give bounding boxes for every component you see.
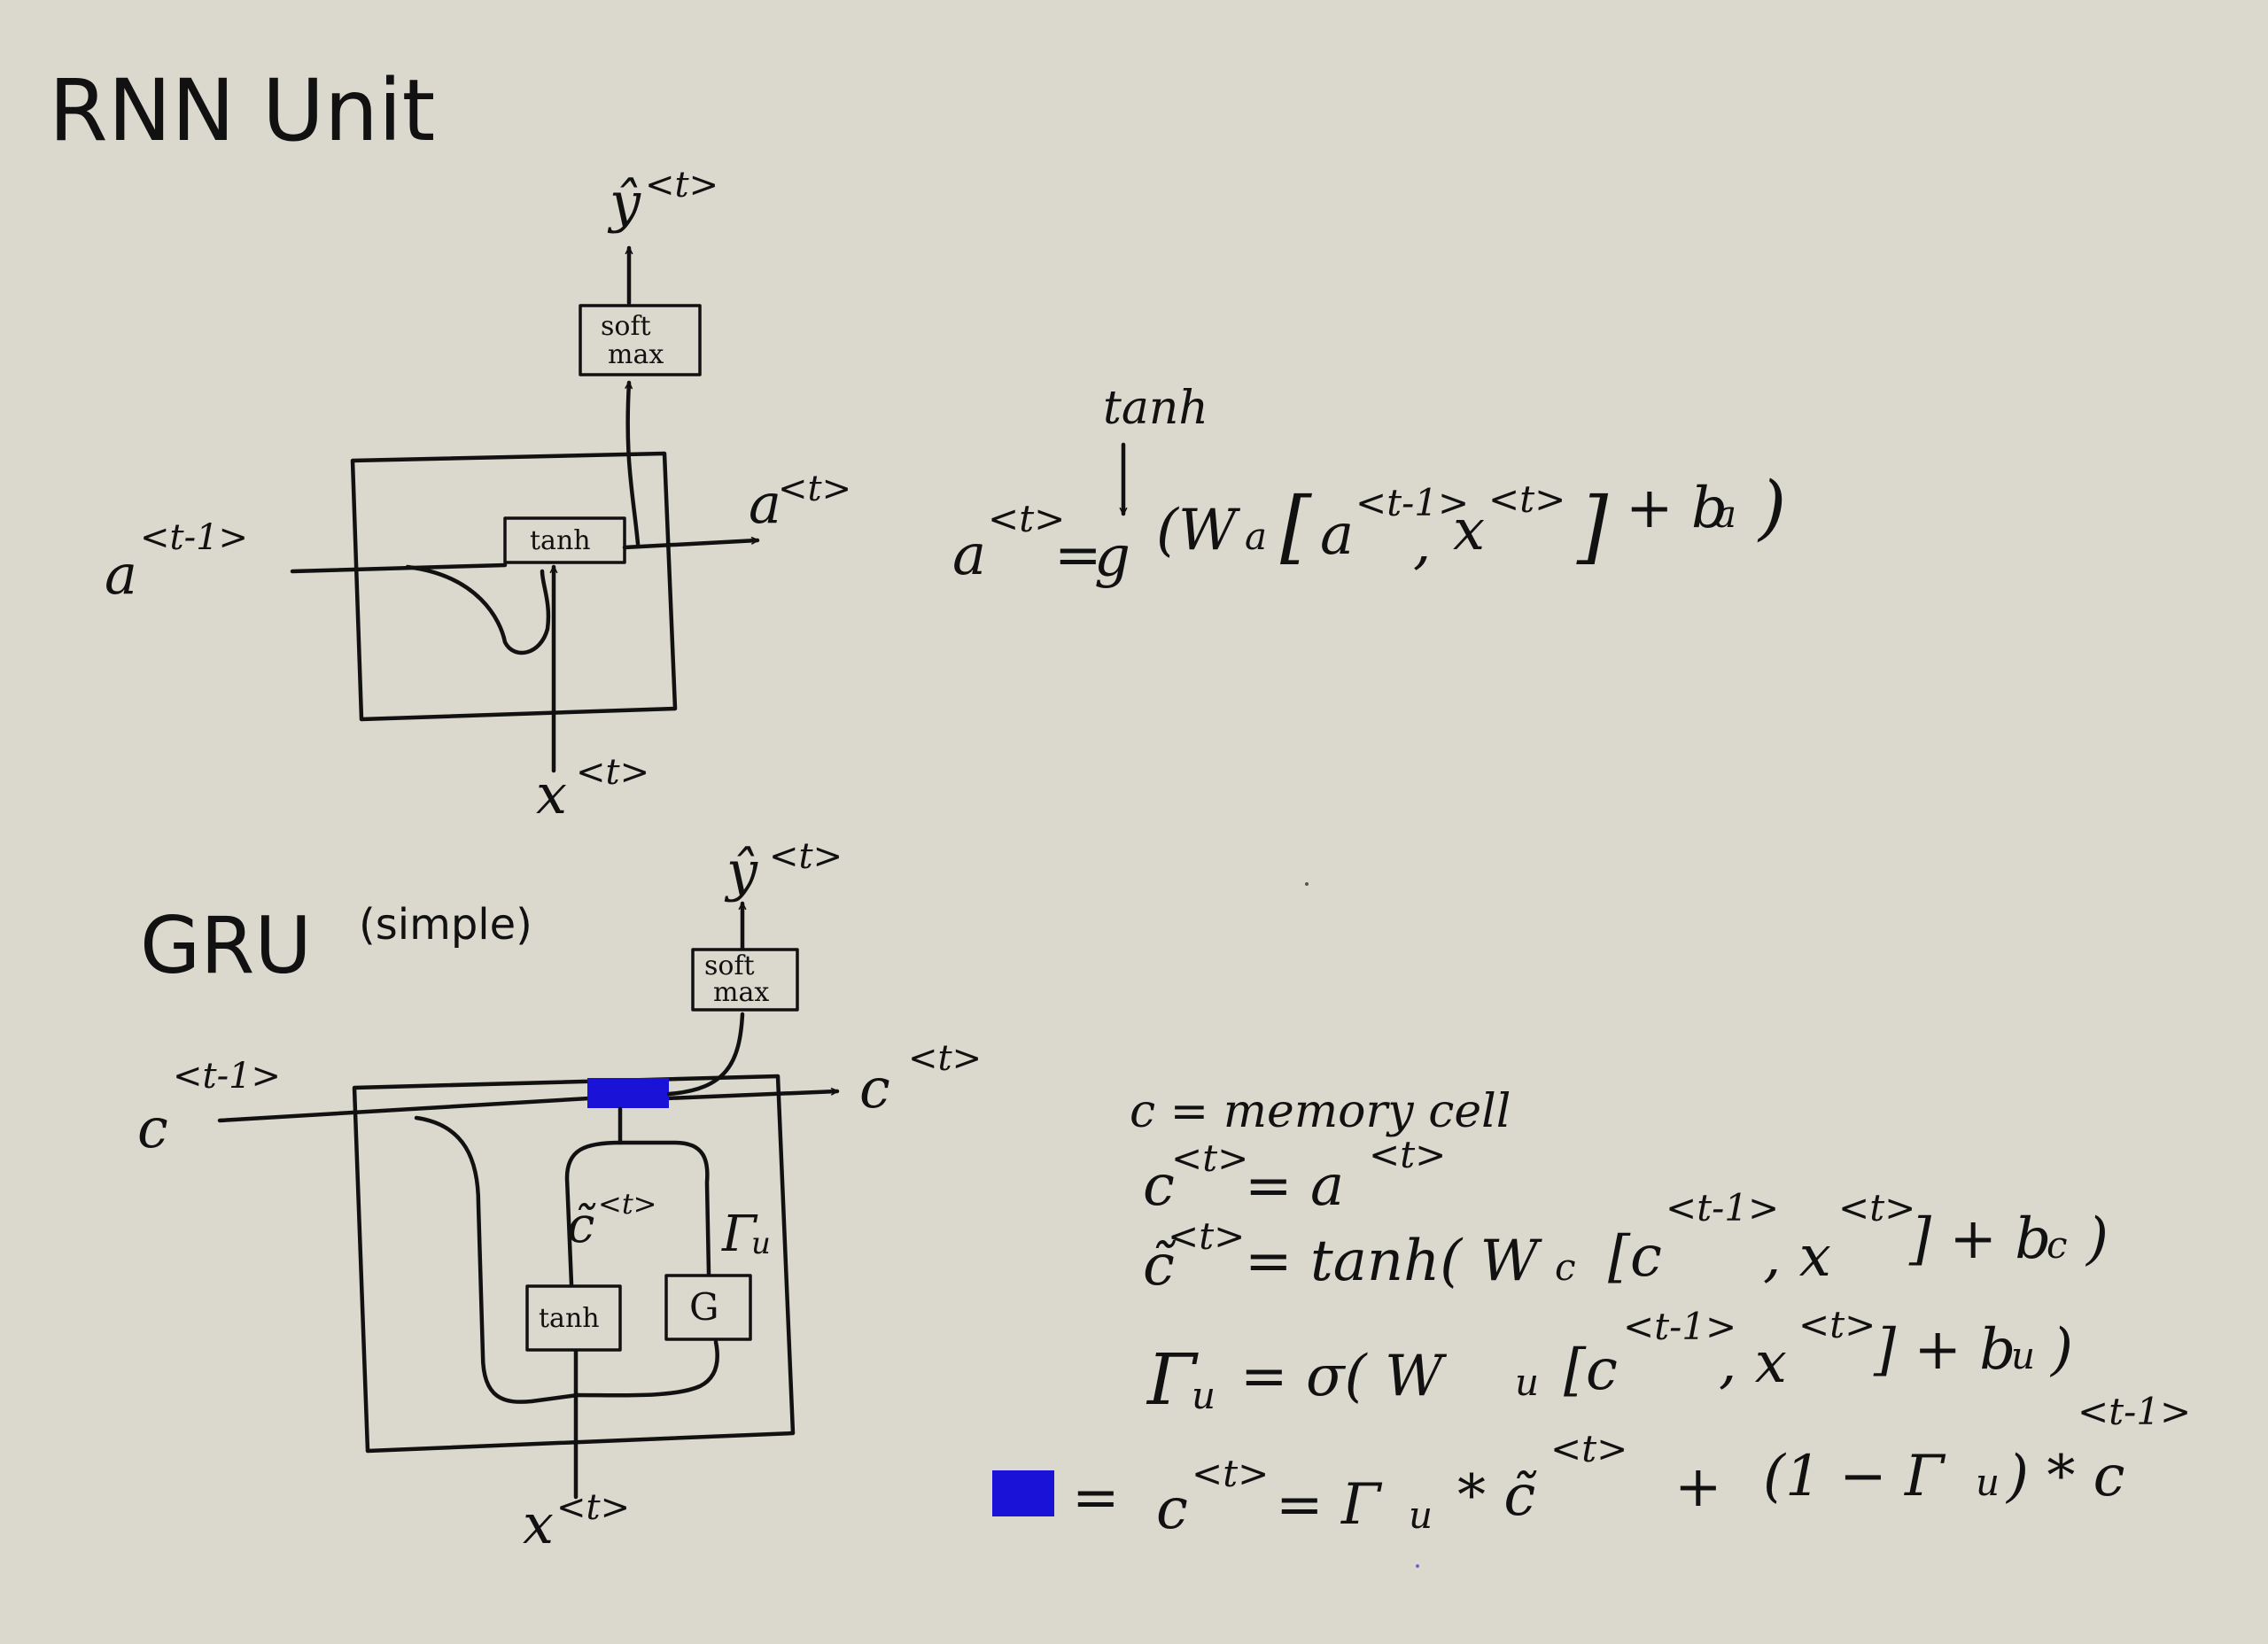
eq-line2-rhs-sup: <t> [1369,1133,1446,1176]
eq-line4-e: ) [2049,1317,2073,1383]
eq-line3-c-sup: <t-1> [1666,1186,1779,1229]
rnn-cell-box [353,454,675,719]
eq-line4-d: ] + b [1873,1317,2016,1383]
eq-line2-lhs: c [1143,1153,1175,1219]
rnn-eq-a: a [1320,502,1354,568]
gru-tanh-label: tanh [539,1303,600,1334]
gru-c-branch-left [416,1118,578,1402]
gru-gamma-u-sub: u [751,1226,771,1261]
gru-input-c: c [137,1096,168,1160]
rnn-input-x-sup: <t> [576,752,649,793]
rnn-tanh-label: tanh [530,525,591,556]
gru-title: GRU [140,900,312,991]
rnn-to-softmax-arrow [628,383,638,544]
eq-line5-gsub: u [1409,1493,1433,1537]
gru-diagram: GRU (simple) soft max tanh G c <t-1> c <… [137,836,982,1556]
rnn-a-out-arrow [625,540,757,547]
rnn-softmax-line2: max [608,339,664,370]
eq-line2-rhs: = a [1245,1153,1344,1219]
eq-line3-bsub: c [2047,1223,2068,1267]
eq-line5-eq1: = [1072,1465,1120,1531]
rnn-a-prev-line [292,565,505,571]
gru-output-c: c [859,1056,890,1121]
gru-title-note: (simple) [359,900,532,950]
rnn-eq-bias: + b [1626,476,1728,541]
rnn-eq-lhs: a [952,523,986,588]
eq-line4-lhs: Γ [1146,1338,1199,1421]
rnn-diagram: RNN Unit tanh soft max a <t-1> a <t> x <… [49,61,851,826]
eq-line5-c-sup: <t> [1192,1452,1269,1495]
rnn-eq-bias-sub: a [1714,492,1736,536]
eq-line5-cprev-sup: <t-1> [2078,1390,2191,1433]
rnn-eq-bracket-open: [ [1280,480,1312,573]
eq-line4-x-sup: <t> [1798,1303,1876,1346]
eq-line4-c: , x [1719,1330,1787,1396]
eq-line4-lhs-sub: u [1192,1374,1216,1417]
rnn-eq-comma: , [1413,511,1431,577]
rnn-output-a: a [749,471,781,536]
gru-to-softmax [669,1014,742,1094]
gru-gate-label: G [689,1285,719,1329]
eq-line5-d: (1 − Γ [1763,1444,1946,1509]
rnn-eq-wsub: a [1245,515,1267,558]
eq-line3-b: [c [1608,1224,1662,1290]
eq-line4-bsub: u [2011,1334,2035,1377]
rnn-equation: tanh a <t> = g (W a [ a <t-1> , x <t> ] … [952,382,1786,590]
eq-line5-b: * c̃ [1457,1463,1537,1529]
gru-output-y: ŷ [724,839,758,903]
eq-line4-b: [c [1564,1338,1618,1403]
gru-c-prev-line [220,1098,589,1121]
rnn-softmax-line1: soft [601,311,651,342]
eq-line2-lhs-sup: <t> [1171,1136,1248,1180]
eq-line5-c: c [1156,1477,1188,1542]
gru-c-tilde-sup: <t> [598,1187,656,1221]
rnn-title: RNN Unit [49,61,435,160]
stray-dot [1416,1564,1419,1568]
gru-output-c-sup: <t> [908,1038,982,1079]
eq-line4-a: = σ( W [1240,1344,1448,1409]
rnn-eq-bracket-close: ] [1576,480,1609,573]
eq-line3-a: = tanh( W [1245,1229,1543,1294]
eq-line5-g2sub: u [1976,1461,2000,1504]
rnn-input-a-sup: <t-1> [140,517,248,558]
gru-input-c-sup: <t-1> [173,1056,281,1097]
rnn-output-y-sup: <t> [645,165,718,206]
eq-line3-wsub: c [1555,1245,1576,1289]
rnn-output-y: ŷ [607,170,641,235]
stray-dot [1305,882,1309,886]
rnn-input-a: a [105,542,137,607]
eq-line4-wsub: u [1515,1361,1539,1404]
eq-line3-e: ) [2085,1206,2109,1272]
rnn-input-x: x [536,762,567,826]
rnn-eq-g: g [1094,524,1130,590]
rnn-eq-close: ) [1757,466,1786,548]
eq-line5-ct-sup: <t> [1550,1427,1627,1470]
gru-output-y-sup: <t> [769,836,843,877]
eq-line3-d: ] + b [1908,1206,2051,1272]
rnn-eq-x-sup: <t> [1488,477,1565,521]
eq-line5-e: ) * c [2005,1444,2125,1509]
rnn-output-a-sup: <t> [778,469,851,509]
eq-line5-plus: + [1674,1454,1722,1520]
rnn-eq-open: (W [1156,498,1241,563]
rnn-eq-x: x [1453,498,1485,563]
gru-equations: c = memory cell c <t> = a <t> c̃ <t> = t… [992,1085,2191,1542]
rnn-eq-tanh-label: tanh [1103,382,1208,435]
gru-softmax-line2: max [713,977,769,1008]
eq-line3-x-sup: <t> [1838,1186,1915,1229]
eq-line3-lhs-sup: <t> [1168,1214,1245,1258]
gru-input-x-sup: <t> [556,1487,630,1528]
gru-update-gate-marker [587,1078,669,1108]
gru-input-x: x [523,1492,554,1556]
eq-line1: c = memory cell [1130,1085,1511,1138]
eq-line3-c: , x [1763,1224,1831,1290]
eq-line5-a: = Γ [1276,1472,1383,1538]
gru-c-tilde: c̃ [567,1197,596,1254]
eq-gate-legend-marker [992,1470,1054,1516]
rnn-a-branch [408,567,548,653]
